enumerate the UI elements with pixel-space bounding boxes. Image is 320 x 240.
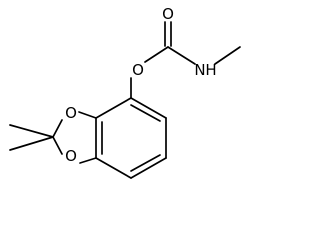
bonds <box>9 21 241 179</box>
bond-ring-inner-2 <box>130 154 161 172</box>
bond-ring-1 <box>130 97 167 119</box>
bond-methyl-upper <box>9 124 54 138</box>
bond-ring-3 <box>130 157 167 179</box>
bond-ring-inner-1 <box>130 104 161 122</box>
atom-ring-oxygen-top: O <box>65 104 77 122</box>
atom-labels: O N H O O O <box>65 5 217 165</box>
atom-amide-hydrogen: H <box>205 61 216 79</box>
bond-top-oxygen-quaternary <box>52 119 63 138</box>
atom-carbonyl-oxygen: O <box>162 5 174 23</box>
bond-ring-bottom-oxygen <box>79 157 97 164</box>
atom-amide-nitrogen: N <box>194 61 205 79</box>
bond-methyl-lower <box>9 136 54 151</box>
bond-carbonyl-ester-oxygen <box>144 46 169 63</box>
bond-bottom-oxygen-quaternary <box>52 136 63 155</box>
atom-ring-oxygen-bottom: O <box>65 147 77 165</box>
bond-nitrogen-methyl <box>214 46 241 65</box>
bond-ring-top-oxygen <box>78 111 97 119</box>
bond-ring-4 <box>95 157 132 179</box>
bond-ring-6 <box>95 97 132 119</box>
atom-ester-oxygen: O <box>132 61 144 79</box>
bond-carbonyl-nitrogen <box>167 46 196 65</box>
chemical-structure-diagram: O N H O O O <box>9 5 241 179</box>
